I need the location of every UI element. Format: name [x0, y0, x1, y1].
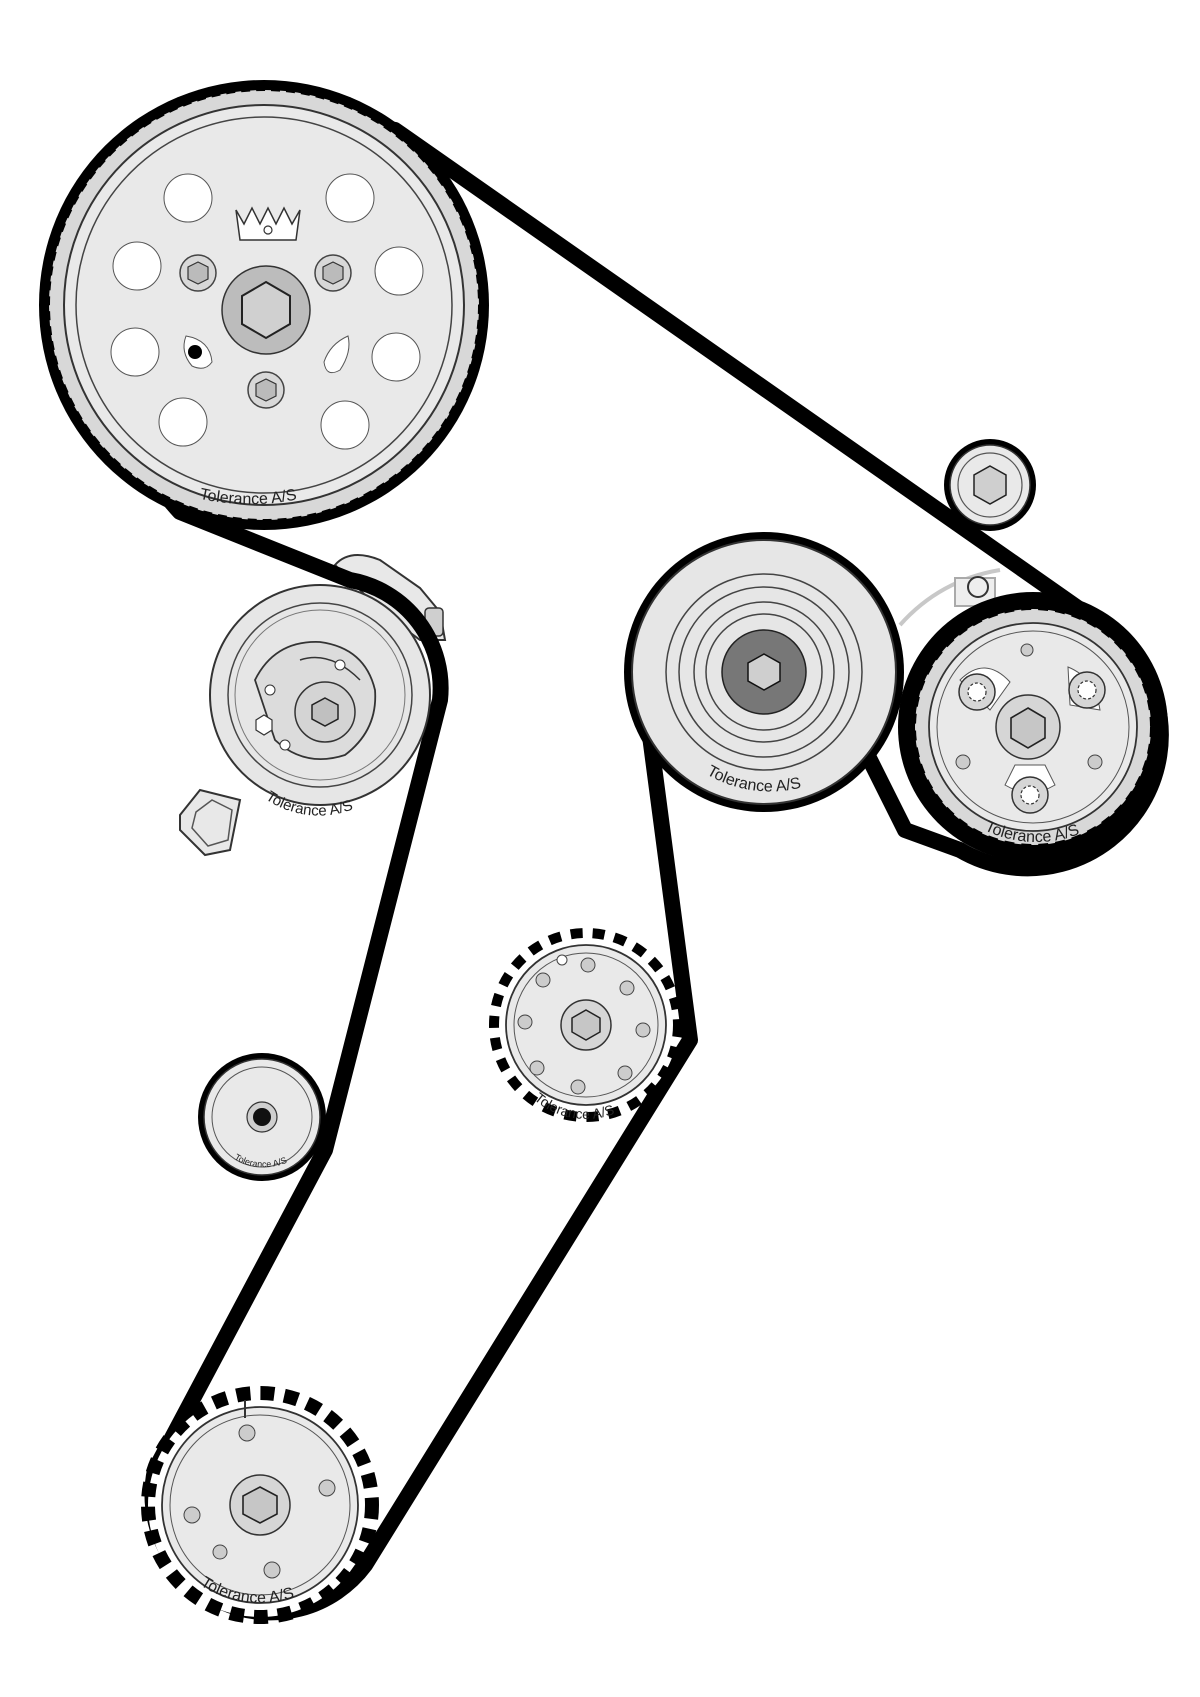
- crankshaft-sprocket: Tolerance A/S: [141, 1386, 379, 1624]
- brand-label: Tolerance A/S: [198, 486, 298, 508]
- torx-bolt: [1068, 671, 1106, 709]
- hex-bolt: [247, 371, 285, 409]
- tensioner-pulley: Tolerance A/S: [209, 584, 431, 820]
- torx-bolt: [1011, 776, 1049, 814]
- injection-pump-sprocket: Tolerance A/S: [898, 576, 1168, 862]
- hex-bolt: [314, 254, 352, 292]
- idler-pulley-small: Tolerance A/S: [198, 1053, 326, 1181]
- hex-bolt: [179, 254, 217, 292]
- crown-icon: [235, 206, 301, 241]
- water-pump-sprocket: Tolerance A/S: [489, 928, 683, 1122]
- small-idler-top-right: [944, 439, 1036, 531]
- idler-pulley-large: Tolerance A/S: [624, 532, 904, 812]
- camshaft-sprocket: Tolerance A/S: [39, 80, 489, 530]
- torx-bolt: [958, 673, 996, 711]
- guide-arc: [898, 568, 1001, 627]
